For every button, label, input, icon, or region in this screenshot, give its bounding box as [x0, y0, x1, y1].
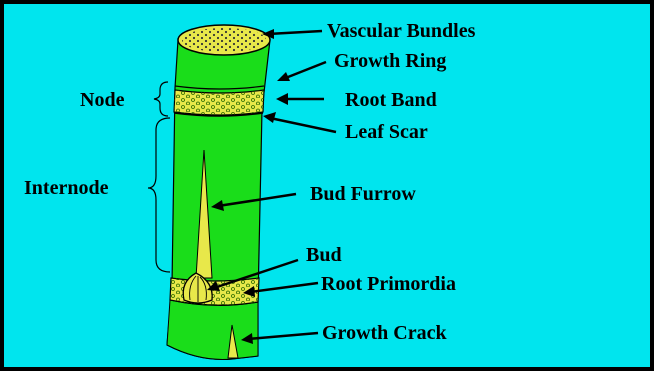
- label-internode: Internode: [24, 177, 109, 199]
- label-growth-crack: Growth Crack: [322, 322, 447, 344]
- lower-segment: [167, 300, 258, 359]
- label-bud: Bud: [306, 244, 342, 266]
- label-bud-furrow: Bud Furrow: [310, 183, 416, 205]
- vascular-bundles-dots: [182, 28, 266, 52]
- label-vascular-bundles: Vascular Bundles: [327, 20, 476, 42]
- label-root-primordia: Root Primordia: [321, 273, 456, 295]
- label-leaf-scar: Leaf Scar: [345, 121, 428, 143]
- root-band-pattern: [174, 90, 264, 115]
- label-root-band: Root Band: [345, 89, 437, 111]
- label-growth-ring: Growth Ring: [334, 50, 446, 72]
- label-node: Node: [80, 89, 125, 111]
